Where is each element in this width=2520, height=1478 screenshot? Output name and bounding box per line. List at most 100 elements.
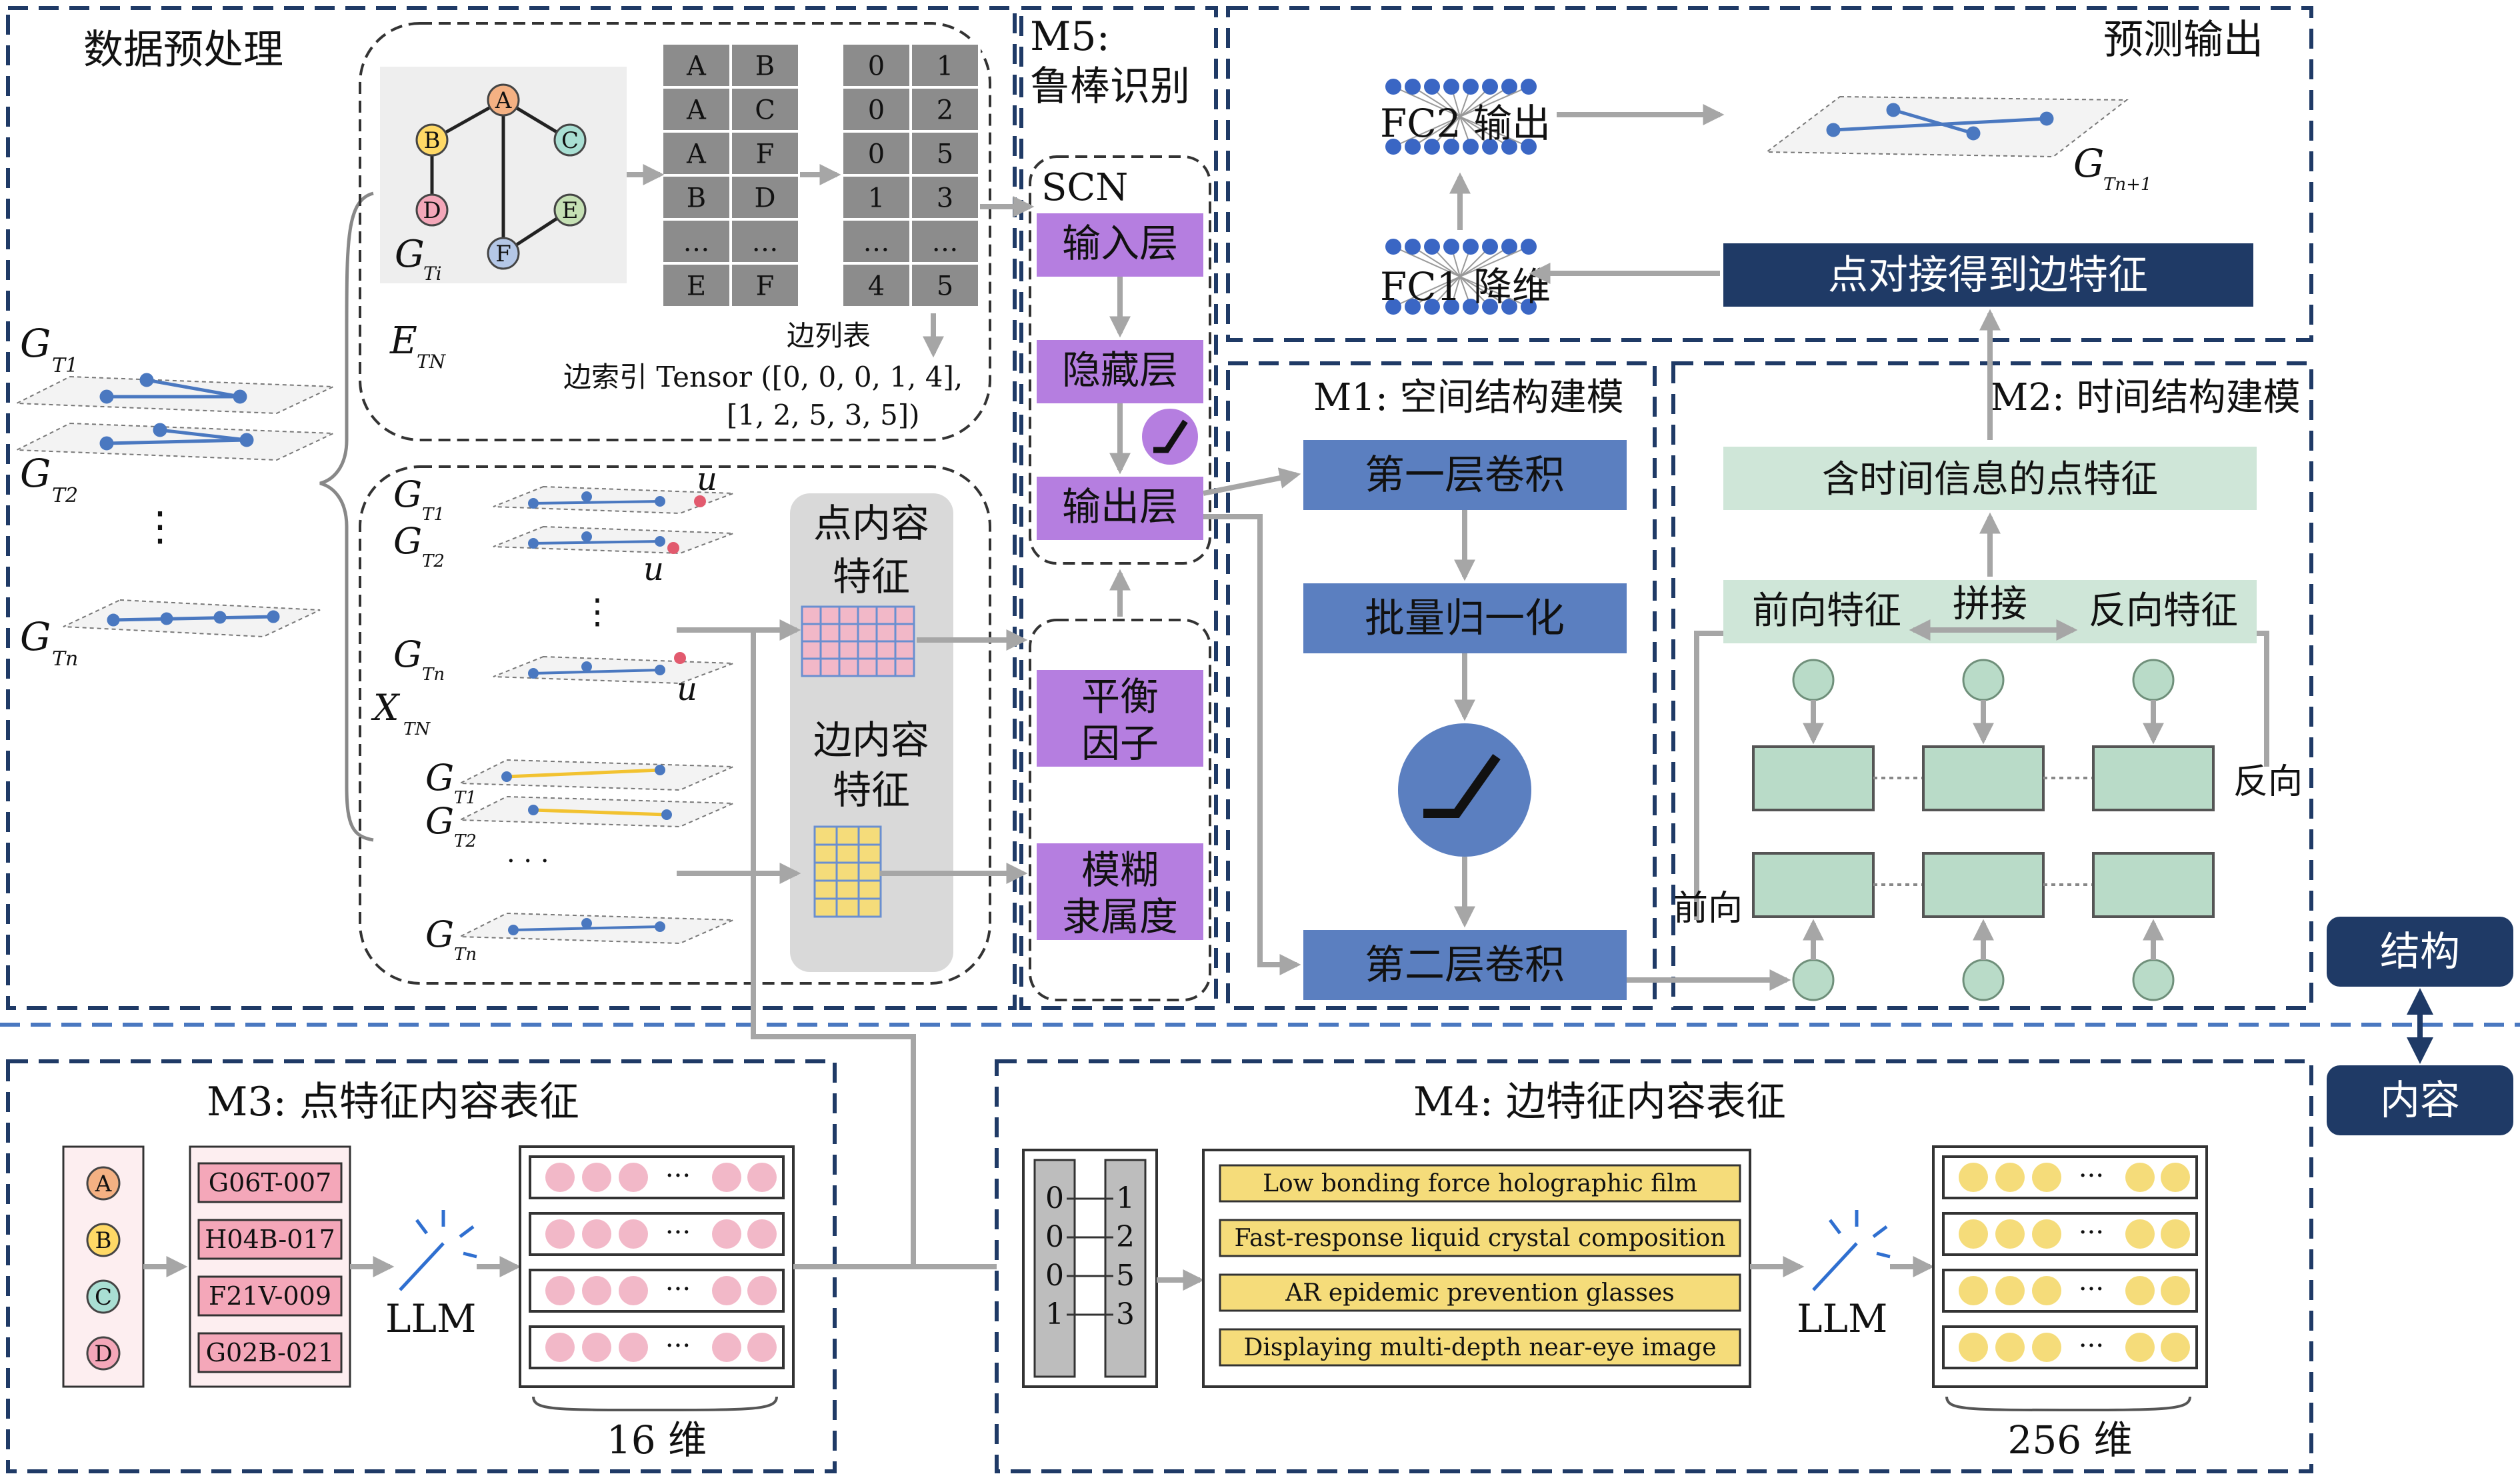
label-g-t2-c-sub: T2 — [454, 831, 477, 851]
edge-list-cell: C — [755, 95, 775, 126]
fc-neuron — [1385, 139, 1401, 155]
label-u-2: u — [643, 551, 664, 588]
embedding-dot — [2161, 1219, 2190, 1249]
m1-title: M1: 空间结构建模 — [1313, 376, 1624, 419]
m3-node-label: D — [94, 1341, 112, 1367]
fc-neuron — [1521, 239, 1537, 255]
label-g-t1-b: G — [393, 473, 422, 515]
m3-code-label: H04B-017 — [205, 1225, 335, 1254]
label-g-tn-b: G — [393, 633, 422, 675]
fc-neuron — [1443, 139, 1459, 155]
lstm-backward-cell — [2092, 745, 2215, 811]
embedding-dot — [582, 1163, 611, 1192]
node-content-grid — [801, 605, 915, 677]
fuzzy-membership-box — [1037, 843, 1203, 940]
m3-brace — [532, 1396, 778, 1411]
m3-code-box — [197, 1275, 343, 1317]
embedding-dot — [1959, 1333, 1988, 1362]
embedding-dot — [2125, 1276, 2155, 1305]
m3-llm-wand-icon — [399, 1210, 477, 1291]
fc-neuron — [1405, 79, 1421, 95]
edge-index-cell: 1 — [868, 183, 885, 214]
balance-factor-box — [1037, 670, 1203, 767]
grid-cell — [801, 640, 822, 660]
grid-cell — [857, 861, 882, 882]
grid-cell — [875, 657, 897, 677]
edge-list-cell: B — [687, 183, 706, 214]
lstm-forward-cell — [1922, 852, 2045, 918]
activation-icon-large — [1398, 723, 1531, 857]
lstm-output-node — [1792, 959, 1835, 1001]
edge-index-cell: 1 — [937, 51, 953, 82]
label-g-t2-b-sub: T2 — [422, 551, 445, 571]
temporal-feature-box — [1723, 447, 2257, 510]
brace — [319, 191, 374, 842]
edge-index-cell: 5 — [937, 271, 953, 302]
grid-cell — [835, 843, 860, 864]
structure-label: 结构 — [2380, 929, 2460, 975]
m4-index-left: 1 — [1045, 1297, 1064, 1331]
fc-neuron — [1482, 139, 1498, 155]
scn-subpanel — [1029, 155, 1211, 565]
grid-cell — [819, 657, 841, 677]
concat-label: 拼接 — [1953, 583, 2027, 626]
edge-index-cell: 0 — [868, 51, 885, 82]
fc-neuron — [1463, 139, 1479, 155]
embedding-dot — [582, 1333, 611, 1362]
embedding-dot — [1959, 1276, 1988, 1305]
grid-cell — [857, 640, 878, 660]
embedding-dot — [2032, 1163, 2061, 1192]
fc2-network-icon — [1385, 79, 1537, 155]
embedding-dot — [712, 1163, 741, 1192]
scn-output-label: 输出层 — [1062, 484, 1178, 529]
embedding-dot — [712, 1333, 741, 1362]
content-feature-subpanel — [359, 465, 991, 985]
embedding-dot — [2032, 1219, 2061, 1249]
m3-node — [86, 1166, 121, 1201]
m4-title-box — [1219, 1219, 1741, 1257]
m3-node-label: B — [95, 1227, 112, 1254]
edge-index-cell: 5 — [937, 139, 953, 170]
edge-index-cell: … — [863, 227, 890, 258]
preprocess-title: 数据预处理 — [83, 27, 283, 73]
embedding-dot — [712, 1276, 741, 1305]
label-g-t1: G — [20, 321, 51, 366]
fc-neuron — [1482, 299, 1498, 315]
label-u-3: u — [677, 671, 697, 708]
label-g-t2-b: G — [393, 520, 422, 562]
embedding-dot — [2125, 1219, 2155, 1249]
lstm-input-node — [1792, 659, 1835, 701]
label-g-t1-c: G — [425, 757, 454, 799]
embedding-dot — [1995, 1333, 2025, 1362]
fc-neuron — [1385, 239, 1401, 255]
fc-neuron — [1463, 299, 1479, 315]
scn-title: SCN — [1041, 166, 1128, 209]
grid-cell — [838, 623, 859, 643]
embedding-dot — [1995, 1163, 2025, 1192]
grid-cell — [835, 825, 860, 846]
fc-neuron — [1424, 239, 1440, 255]
embedding-dot — [1995, 1219, 2025, 1249]
edge-list-cell: E — [687, 271, 706, 302]
edge-planes-dots: · · · — [507, 846, 549, 877]
m3-node — [86, 1336, 121, 1371]
edge-list-cell: … — [683, 227, 710, 258]
m2-title: M2: 时间结构建模 — [1990, 376, 2301, 419]
label-g-tn1: G — [2073, 141, 2104, 186]
m4-index-left: 0 — [1045, 1220, 1064, 1254]
preprocess-panel — [6, 6, 1017, 1010]
m3-node-label: A — [95, 1171, 112, 1197]
label-x-tn-sub: TN — [403, 719, 431, 739]
m3-code-label: F21V-009 — [209, 1281, 331, 1311]
embedding-dot — [2161, 1333, 2190, 1362]
grid-cell — [819, 605, 841, 625]
activation-icon-small — [1142, 409, 1198, 465]
content-badge — [2327, 1065, 2513, 1135]
fc-neuron — [1501, 239, 1517, 255]
node-label-e: E — [562, 197, 579, 224]
grid-cell — [835, 897, 860, 918]
label-g-tn: G — [20, 614, 51, 659]
edge-list-cell: B — [755, 51, 775, 82]
edge-index-cell: 0 — [868, 139, 885, 170]
m4-index-left: 0 — [1045, 1181, 1064, 1215]
